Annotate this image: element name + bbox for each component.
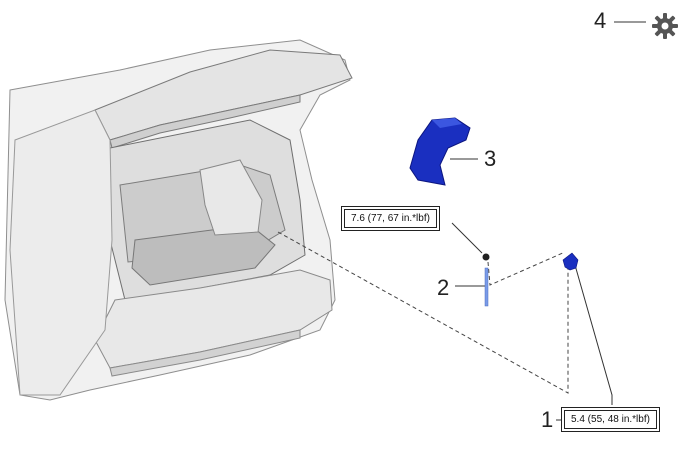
callout-1: 1	[541, 407, 554, 432]
cargo-area	[99, 119, 306, 301]
side-panel	[9, 109, 113, 396]
torque-spec-1: 7.6 (77, 67 in.*lbf)	[341, 206, 440, 231]
leader-lines	[450, 21, 646, 421]
torque-spec-2: 5.4 (55, 48 in.*lbf)	[561, 407, 660, 432]
torque-spec-2-text: 5.4 (55, 48 in.*lbf)	[564, 410, 657, 429]
callout-2: 2	[437, 275, 450, 300]
cover-part	[409, 117, 471, 186]
leader-torque-2	[574, 264, 613, 405]
callout-3: 3	[484, 146, 497, 171]
torque-spec-1-text: 7.6 (77, 67 in.*lbf)	[344, 209, 437, 228]
bolt-part	[482, 253, 490, 307]
bracket-part	[562, 252, 579, 271]
dash-vehicle-to-bracket	[277, 231, 569, 394]
leader-torque-1	[451, 222, 483, 254]
rear-bumper	[94, 269, 333, 377]
gear-icon[interactable]	[652, 13, 678, 39]
tailgate	[94, 49, 353, 149]
dash-bolt-to-bracket	[487, 251, 566, 286]
dashed-lines	[277, 231, 569, 394]
callout-4: 4	[594, 8, 607, 33]
